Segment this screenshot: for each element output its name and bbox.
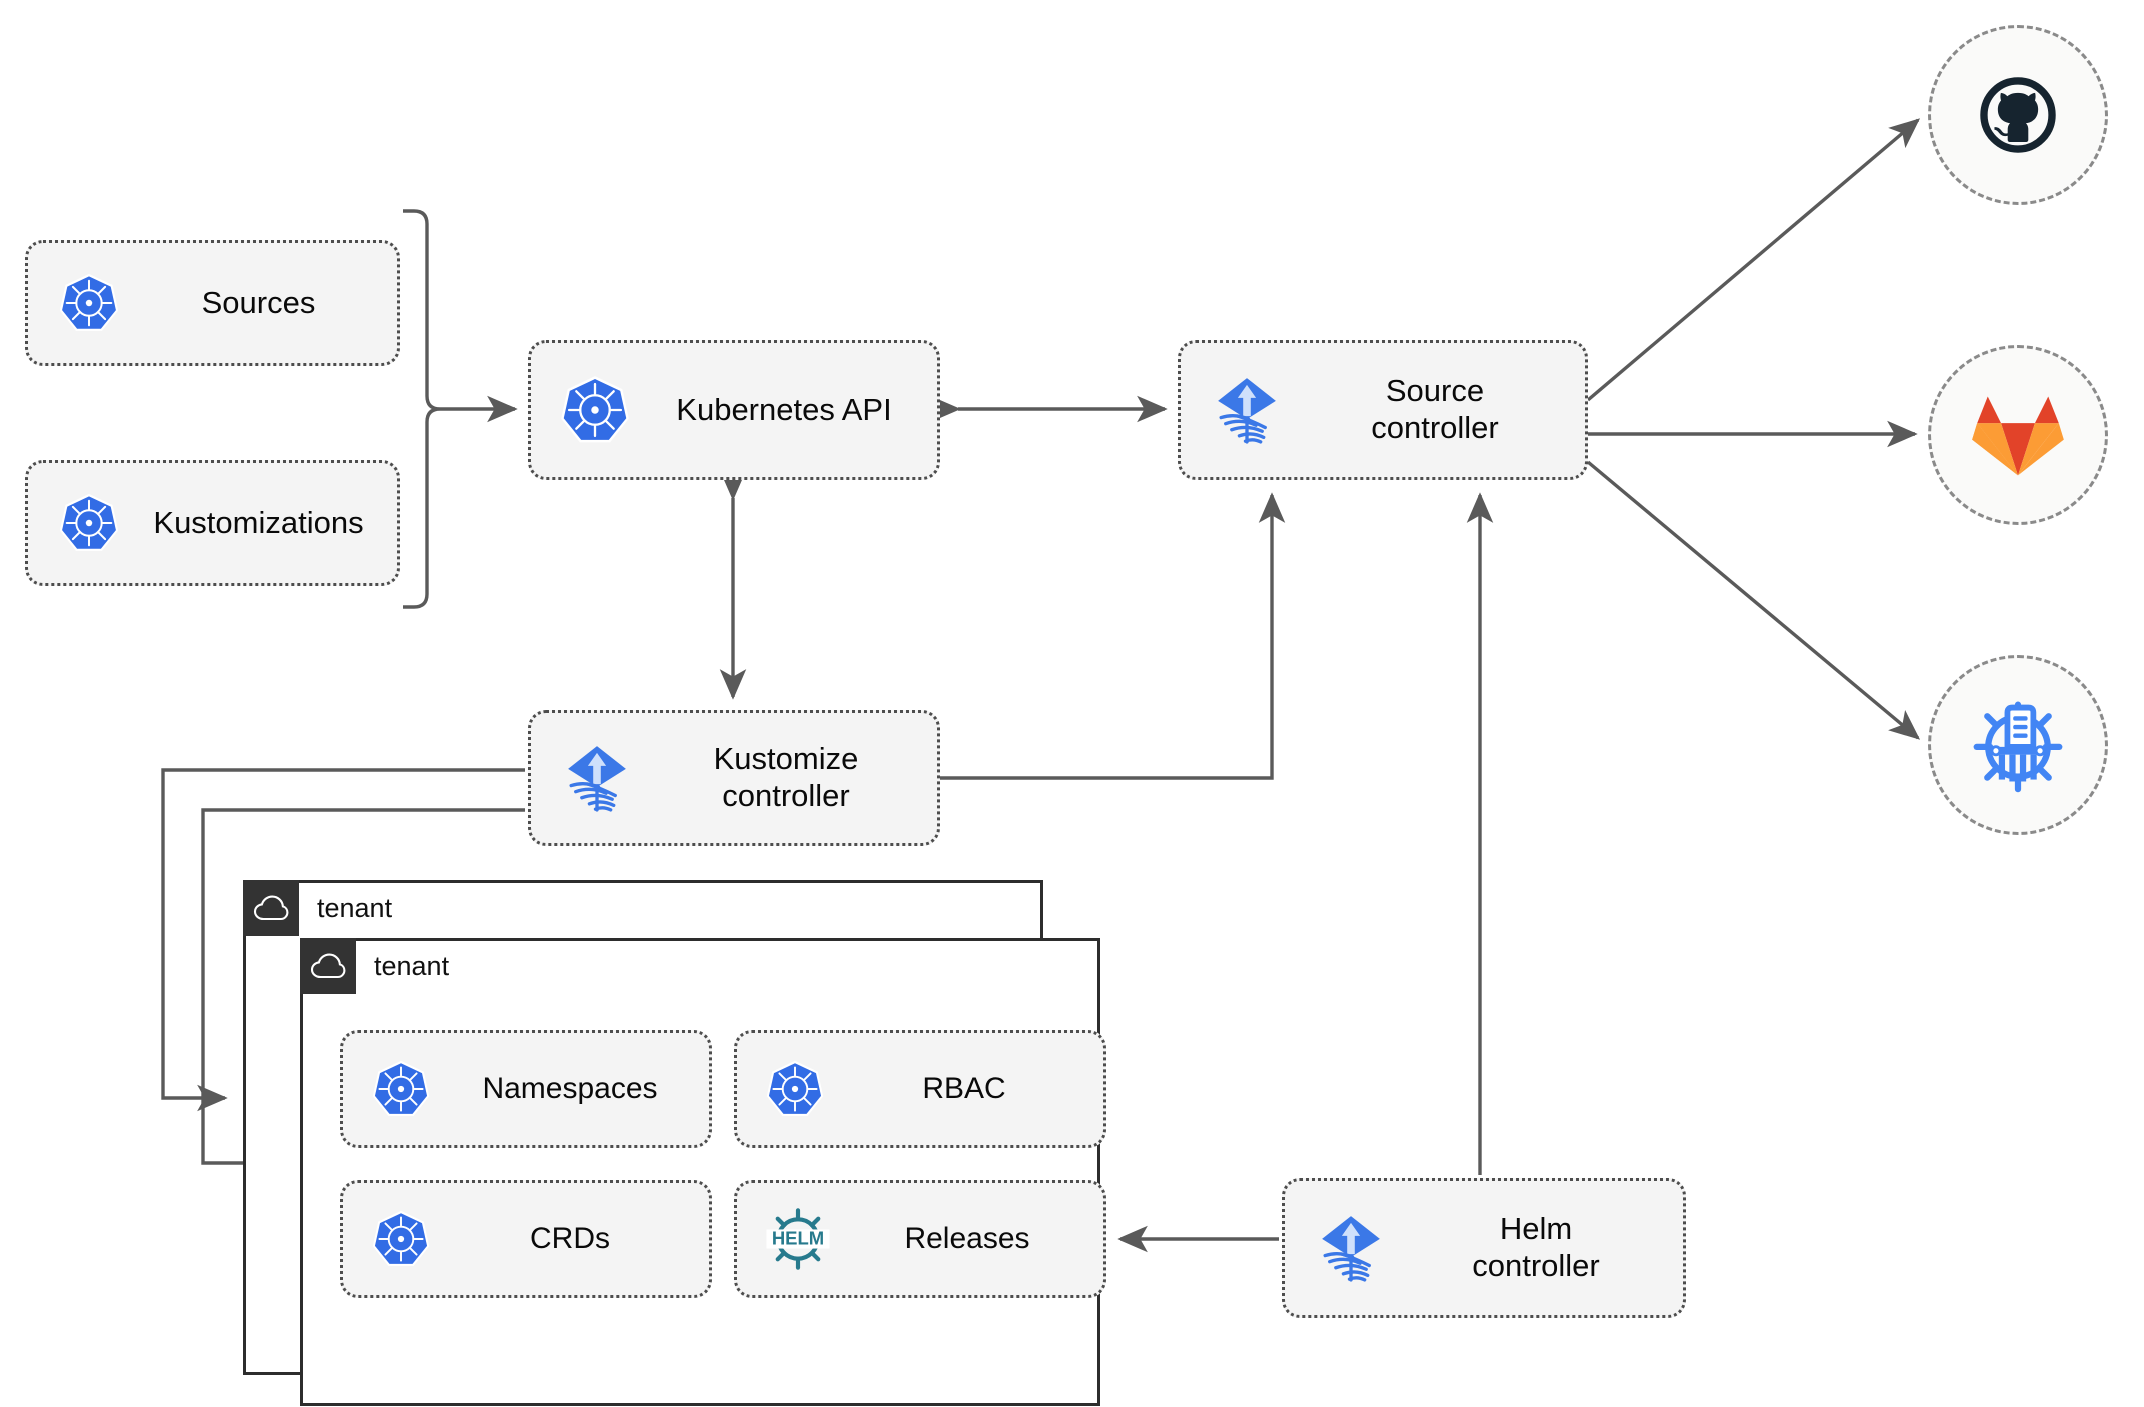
external-source-bucket[interactable] (1928, 655, 2108, 835)
kubernetes-icon (371, 1209, 431, 1269)
helm-icon: HELM (765, 1208, 831, 1270)
node-crds[interactable]: CRDs (340, 1180, 712, 1298)
svg-text:HELM: HELM (772, 1227, 824, 1248)
gitlab-icon (1972, 396, 2064, 476)
node-releases[interactable]: HELM Releases (734, 1180, 1106, 1298)
node-label: Sources (201, 284, 316, 320)
flux-icon (1313, 1210, 1389, 1286)
bucket-icon (1973, 701, 2063, 793)
kubernetes-icon (371, 1059, 431, 1119)
node-rbac[interactable]: RBAC (734, 1030, 1106, 1148)
node-helm-controller[interactable]: Helm controller (1282, 1178, 1686, 1318)
node-kubernetes-api[interactable]: Kubernetes API (528, 340, 940, 480)
node-label: Kustomize controller (713, 741, 859, 813)
external-source-gitlab[interactable] (1928, 345, 2108, 525)
cloud-icon (300, 938, 356, 994)
node-label: CRDs (530, 1222, 610, 1256)
node-label: Kubernetes API (676, 391, 892, 427)
kubernetes-icon (58, 492, 120, 554)
node-sources[interactable]: Sources (25, 240, 400, 366)
tenant-label: tenant (374, 950, 450, 981)
edge-kustomize-to-source (940, 492, 1286, 780)
kubernetes-icon (765, 1059, 825, 1119)
edge-source-to-github (1586, 118, 1921, 402)
external-source-github[interactable] (1928, 25, 2108, 205)
node-label: Kustomizations (153, 504, 364, 540)
kubernetes-icon (559, 374, 631, 446)
node-label: Releases (904, 1222, 1030, 1256)
node-label: Source controller (1371, 373, 1499, 445)
tenant-panel-front[interactable]: tenant (300, 938, 1100, 1406)
cloud-icon (243, 880, 299, 936)
tenant-titlebar: tenant (243, 880, 392, 936)
tenant-titlebar: tenant (300, 938, 449, 994)
node-label: Namespaces (482, 1072, 658, 1106)
node-label: Helm controller (1472, 1211, 1600, 1283)
node-namespaces[interactable]: Namespaces (340, 1030, 712, 1148)
edge-source-to-bucket (1586, 460, 1921, 740)
github-icon (1980, 77, 2056, 153)
kubernetes-icon (58, 272, 120, 334)
tenant-label: tenant (317, 892, 393, 923)
node-kustomize-controller[interactable]: Kustomize controller (528, 710, 940, 846)
group-brace (403, 209, 441, 609)
node-source-controller[interactable]: Source controller (1178, 340, 1588, 480)
node-kustomizations[interactable]: Kustomizations (25, 460, 400, 586)
flux-icon (559, 740, 635, 816)
flux-icon (1209, 372, 1285, 448)
node-label: RBAC (922, 1072, 1006, 1106)
